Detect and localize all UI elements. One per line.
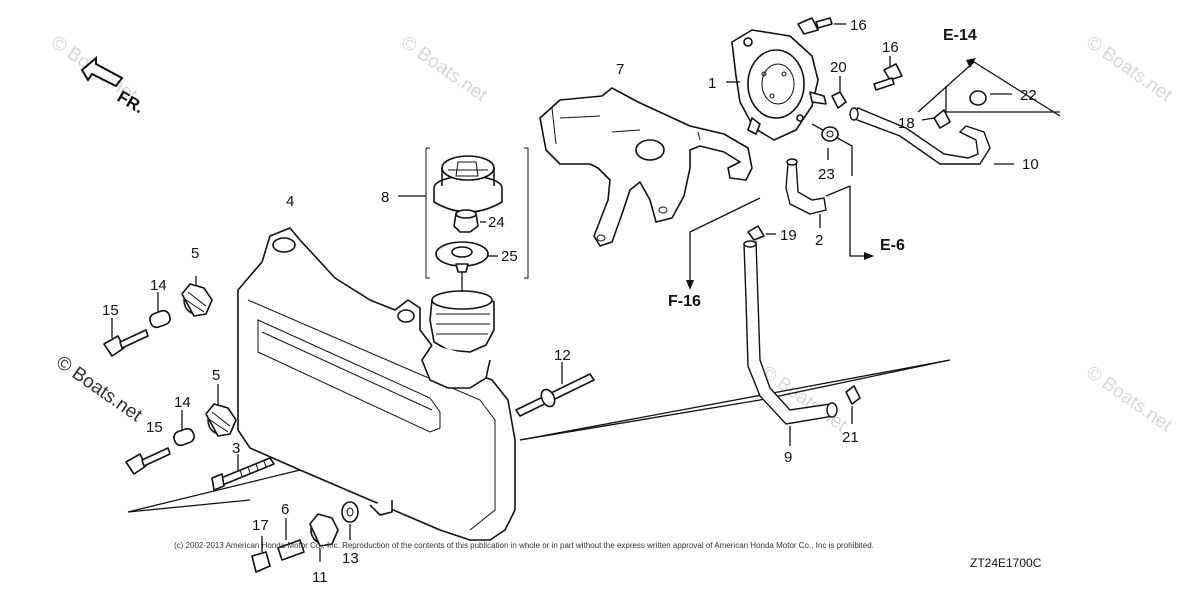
callout-15-upper: 15	[102, 302, 119, 319]
tank-bolt	[211, 454, 275, 491]
callout-24: 24	[488, 214, 505, 231]
callout-8: 8	[381, 189, 389, 206]
reference-e6: E-6	[880, 237, 905, 254]
callout-6: 6	[281, 501, 289, 518]
callout-1: 1	[708, 75, 716, 92]
callout-17: 17	[252, 517, 269, 534]
callout-19: 19	[780, 227, 797, 244]
diagram-code: ZT24E1700C	[970, 556, 1042, 570]
callout-14-lower: 14	[174, 394, 191, 411]
fuel-pump	[726, 29, 827, 141]
callout-4: 4	[286, 193, 294, 210]
callout-13: 13	[342, 550, 359, 567]
callout-12: 12	[554, 347, 571, 364]
watermark: © Boats.net	[1082, 32, 1176, 107]
stud-bolt	[515, 362, 595, 417]
callout-15-lower: 15	[146, 419, 163, 436]
watermark: © Boats.net	[52, 352, 146, 427]
callout-9: 9	[784, 449, 792, 466]
callout-22: 22	[1020, 87, 1037, 104]
callout-5-upper: 5	[191, 245, 199, 262]
fuel-tank	[237, 227, 516, 541]
fuel-cap-assembly	[398, 147, 529, 292]
copyright-notice: (c) 2002-2013 American Honda Motor Co., …	[174, 541, 874, 550]
callout-16-upper: 16	[850, 17, 867, 34]
callout-18: 18	[898, 115, 915, 132]
tank-mount-hardware-upper	[103, 276, 213, 357]
callout-11: 11	[312, 569, 328, 586]
callout-20: 20	[830, 59, 847, 76]
callout-numbers: 1 2 3 4 5 5 6 7 8 9 10 11 12 13 14 14 15…	[102, 17, 1039, 586]
reference-labels: E-14 E-6 F-16	[668, 27, 977, 310]
callout-5-lower: 5	[212, 367, 220, 384]
callout-14-upper: 14	[150, 277, 167, 294]
hose-leaders	[789, 163, 1014, 446]
fuel-hoses	[743, 107, 991, 425]
callout-25: 25	[501, 248, 518, 265]
callout-3: 3	[232, 440, 240, 457]
callout-23: 23	[818, 166, 835, 183]
pump-bolts	[797, 17, 903, 91]
reference-e14: E-14	[943, 27, 977, 44]
watermark: © Boats.net	[1082, 362, 1176, 437]
leader-lines	[127, 61, 1061, 513]
reference-f16: F-16	[668, 293, 701, 310]
callout-10: 10	[1022, 156, 1039, 173]
callout-21: 21	[842, 429, 859, 446]
hose-clips	[747, 76, 1012, 424]
tank-mount-hardware-lower	[125, 384, 237, 475]
fuel-pump-bracket	[539, 87, 753, 247]
drain-hardware	[251, 501, 359, 573]
watermark: © Boats.net	[397, 32, 491, 107]
reference-arrows	[686, 58, 976, 290]
callout-16-lower: 16	[882, 39, 899, 56]
callout-2: 2	[815, 232, 823, 249]
callout-7: 7	[616, 61, 624, 78]
